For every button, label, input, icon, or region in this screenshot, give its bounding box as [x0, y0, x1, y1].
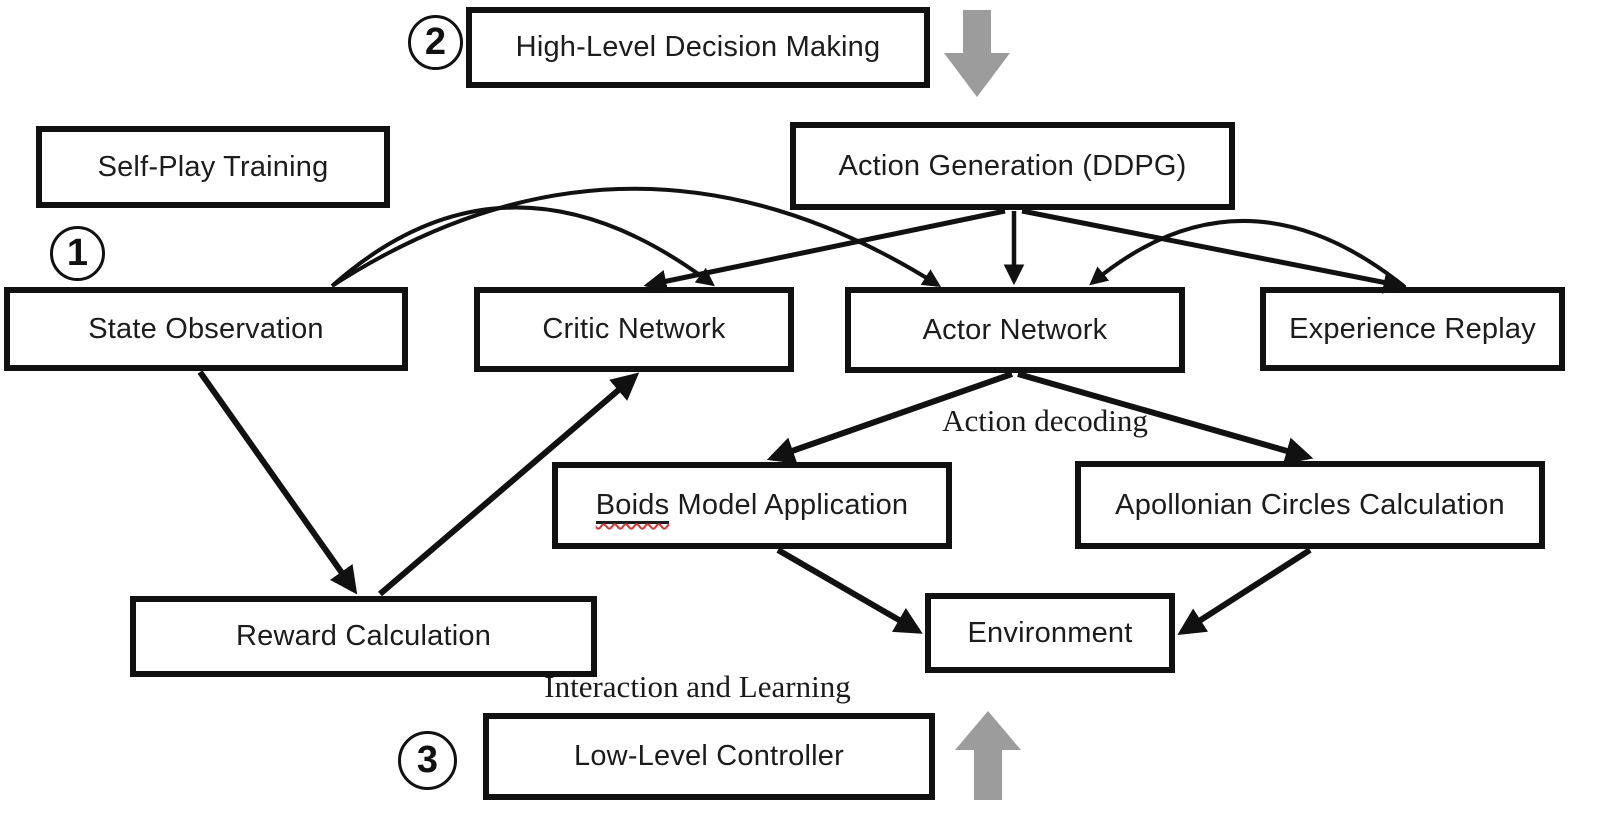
node-state-observation-label: State Observation [88, 312, 324, 345]
node-boids-model-application: Boids Model Application [552, 462, 952, 549]
node-apollonian-circles-calculation: Apollonian Circles Calculation [1075, 461, 1545, 549]
flow-up-arrow-icon [955, 711, 1021, 800]
node-environment: Environment [925, 593, 1175, 673]
node-self-play-label: Self-Play Training [97, 150, 329, 183]
arrow-experience-replay-to-actor-network [1089, 219, 1407, 289]
annotation-interaction-and-learning: Interaction and Learning [544, 669, 851, 704]
node-actor-network: Actor Network [845, 287, 1185, 373]
node-state-observation: State Observation [4, 287, 408, 371]
step-marker-2: 2 [408, 15, 463, 70]
node-self-play-training: Self-Play Training [36, 126, 390, 208]
arrow-state-observation-to-critic-network [330, 205, 715, 288]
node-high-level-decision-making: High-Level Decision Making [466, 7, 930, 88]
node-low-level-controller: Low-Level Controller [483, 713, 935, 800]
node-low-level-label: Low-Level Controller [574, 740, 844, 772]
node-experience-replay: Experience Replay [1260, 287, 1565, 371]
arrow-boids-model-to-environment [776, 547, 923, 634]
node-action-generation-label: Action Generation (DDPG) [838, 149, 1187, 182]
node-actor-network-label: Actor Network [922, 313, 1108, 346]
boids-word-underlined: Boids [595, 489, 670, 524]
node-action-generation-ddpg: Action Generation (DDPG) [790, 122, 1235, 210]
node-reward-calculation-label: Reward Calculation [235, 620, 492, 652]
step-marker-3: 3 [398, 731, 457, 790]
step-marker-1-number: 1 [66, 232, 89, 274]
step-marker-1: 1 [50, 226, 105, 281]
arrow-action-generation-to-experience-replay [1021, 208, 1407, 294]
annotation-action-decoding: Action decoding [942, 403, 1148, 438]
node-critic-network-label: Critic Network [542, 313, 726, 345]
node-high-level-label: High-Level Decision Making [515, 31, 881, 63]
step-marker-2-number: 2 [424, 21, 447, 63]
node-boids-label: Boids Model Application [595, 489, 909, 524]
node-critic-network: Critic Network [474, 287, 794, 372]
node-experience-replay-label: Experience Replay [1289, 312, 1536, 345]
node-apollonian-label: Apollonian Circles Calculation [1115, 488, 1505, 521]
boids-label-rest: Model Application [669, 489, 909, 521]
step-marker-3-number: 3 [416, 739, 439, 781]
arrow-apollonian-circles-to-environment [1177, 547, 1312, 635]
arrow-state-observation-to-reward-calculation [197, 370, 358, 595]
arrow-action-generation-to-critic-network [643, 208, 1006, 293]
node-reward-calculation: Reward Calculation [130, 596, 597, 677]
flow-down-arrow-icon [944, 10, 1010, 97]
node-environment-label: Environment [967, 616, 1133, 649]
